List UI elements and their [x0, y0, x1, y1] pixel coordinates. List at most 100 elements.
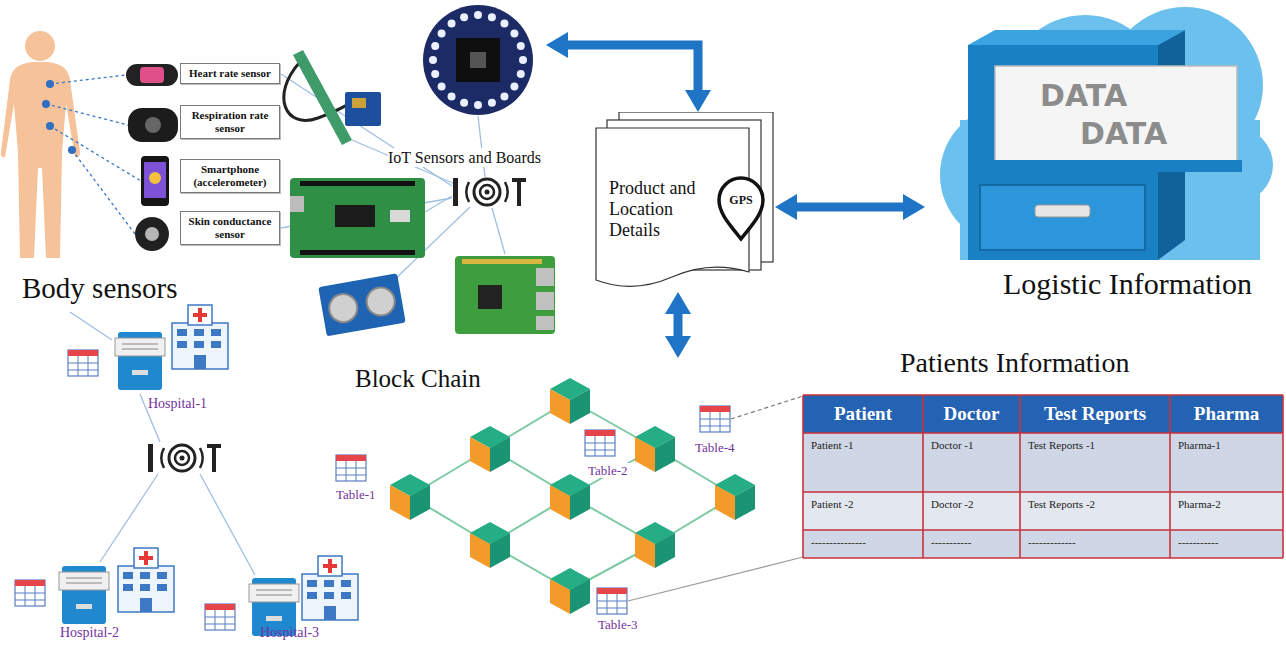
table-row: [803, 492, 1283, 530]
hospital-window: [194, 329, 204, 336]
board-header: [300, 250, 415, 255]
table-rule: [803, 394, 1283, 396]
table-rule: [1169, 395, 1171, 558]
board-part: [390, 210, 410, 222]
block-left: [715, 485, 735, 520]
probe-sensor: [284, 50, 381, 145]
data-cabinet-icon: [59, 566, 109, 624]
double-arrow: [797, 203, 903, 212]
table-label: Table-4: [693, 440, 737, 455]
smartphone-body: [141, 156, 169, 206]
hospital-wall: [118, 566, 174, 612]
table-icon-grid: [336, 468, 366, 469]
cabinet-handle: [1035, 205, 1090, 217]
round-board-led: [431, 42, 439, 50]
cabinet-paper: [122, 343, 158, 345]
double-arrow: [674, 314, 683, 336]
sbc-port: [536, 292, 554, 310]
hospital-door: [140, 598, 152, 612]
node-text: Body sensors: [22, 271, 177, 305]
cabinet-lettering: DATA: [1080, 116, 1167, 151]
hospital-wall: [172, 323, 228, 369]
heart-rate-pad: [140, 67, 164, 83]
table-icon-grid: [720, 412, 721, 432]
probe-connector: [352, 98, 366, 108]
table-icon-grid: [68, 363, 98, 364]
hospital-cross: [139, 556, 153, 560]
table-icon-grid: [605, 436, 606, 456]
table-icon-grid: [700, 426, 730, 427]
node-text: Heart rate sensor: [184, 67, 276, 80]
round-board-led: [429, 56, 437, 64]
round-board-led: [500, 92, 508, 100]
table-icon-grid: [356, 461, 357, 481]
sbc-gpio: [462, 259, 542, 264]
hospital-window: [211, 341, 221, 348]
table-icon-header: [15, 580, 45, 586]
sensor-lead: [46, 104, 128, 125]
hospital-window: [123, 584, 133, 591]
smartphone-screen: [144, 162, 166, 198]
respiration-sensor: [145, 117, 161, 133]
iot-logo-i: [453, 178, 458, 206]
table-label: Table-1: [334, 487, 378, 502]
hospital-building: [302, 556, 358, 620]
iot-logo: [148, 444, 221, 472]
table-icon-header: [700, 406, 730, 412]
table-rule: [803, 432, 1283, 434]
sensor-point: [46, 122, 54, 130]
table-icon-grid: [35, 586, 36, 606]
table-cell: -------------: [1028, 536, 1076, 549]
hospital-label: Hospital-2: [60, 625, 119, 641]
round-board-led: [517, 42, 525, 50]
table-icon: [585, 430, 615, 456]
round-board-led: [460, 13, 468, 21]
hospital-window: [140, 572, 150, 579]
table-cell: Doctor -2: [931, 498, 973, 511]
skin-sensor-pad: [145, 227, 159, 241]
table-rule: [1282, 395, 1284, 558]
node-text: Product and Location Details: [609, 178, 719, 241]
table-leader: [731, 396, 803, 419]
board-pcb: [290, 178, 425, 258]
table-icon-grid: [68, 370, 98, 371]
table-icon-grid: [607, 594, 608, 614]
cabinet-top: [968, 30, 1185, 45]
table-rule: [803, 529, 1283, 531]
table-icon-grid: [585, 443, 615, 444]
table-icon-grid: [595, 436, 596, 456]
gps-pin: GPS: [715, 176, 767, 242]
cabinet-handle: [76, 604, 92, 609]
iot-logo-ring: [175, 451, 189, 465]
ultrasonic-transducer: [364, 285, 396, 317]
logistic-group: Logistic Information: [925, 0, 1270, 310]
hospital-wire: [70, 312, 112, 340]
node-text: Skin conductance sensor: [184, 215, 276, 241]
table-cell: Pharma-1: [1178, 439, 1221, 452]
round-board-led: [448, 92, 456, 100]
document-stack: Product and Location DetailsGPS: [595, 112, 775, 292]
table-icon-header: [336, 455, 366, 461]
table-icon-grid: [215, 610, 216, 630]
round-board-led: [517, 70, 525, 78]
round-board: [423, 5, 533, 115]
table-cell: -----------: [931, 536, 971, 549]
hospital-tower: [318, 556, 342, 576]
table-icon: [68, 350, 98, 376]
cabinet-handle: [266, 616, 282, 621]
table-icon-grid: [205, 617, 235, 618]
hospital-window: [157, 572, 167, 579]
table-icon-grid: [15, 593, 45, 594]
hospital-window: [123, 572, 133, 579]
sensor-box: Smartphone (accelerometer): [180, 159, 280, 193]
round-board-led: [510, 82, 518, 90]
cabinet-paper: [66, 577, 102, 579]
round-board-led: [448, 20, 456, 28]
node-text: IoT Sensors and Boards: [388, 148, 541, 167]
table-icon: [205, 604, 235, 630]
sensor-box: Heart rate sensor: [180, 63, 280, 84]
hospital-window: [307, 592, 317, 599]
iot-logo-ring: [474, 179, 500, 205]
table-rule: [1019, 395, 1021, 558]
cabinet-drawer-front: [980, 185, 1145, 250]
